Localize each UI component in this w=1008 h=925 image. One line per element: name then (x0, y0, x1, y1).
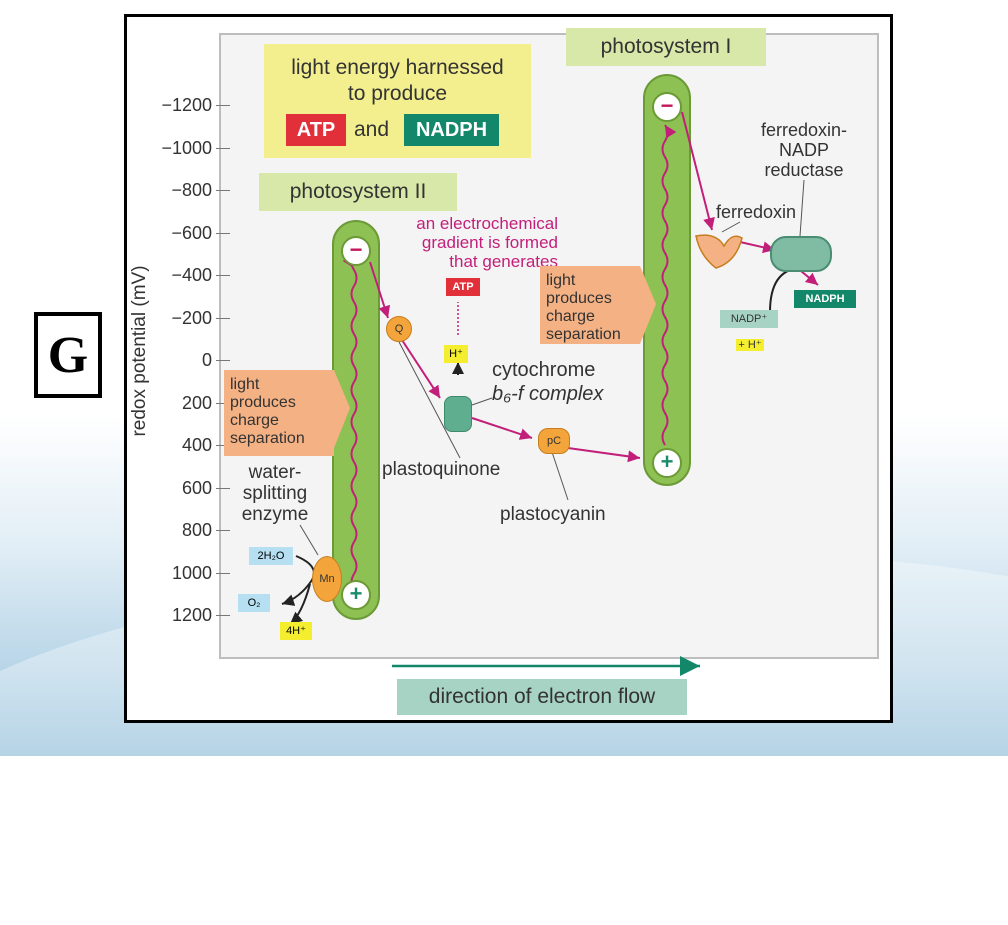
light-psii-box: light produces charge separation (224, 370, 334, 456)
water-enzyme-line1: water- (248, 462, 302, 483)
fnr-enzyme-shape (770, 236, 832, 272)
and-text: and (354, 118, 390, 141)
fnr-label-line2: NADP (778, 140, 829, 160)
fnr-label-line3: reductase (764, 160, 844, 180)
fnr-label-line1: ferredoxin- (760, 120, 848, 140)
water-enzyme-line3: enzyme (241, 504, 309, 525)
gradient-note-line1: an electrochemical (416, 214, 558, 233)
plastoquinone-q: Q (386, 316, 412, 342)
nadph-small-tag: NADPH (794, 290, 856, 308)
cytochrome-complex-shape (444, 396, 472, 432)
light-psi-box: light produces charge separation (540, 266, 640, 344)
plus-proton-text: + H⁺ (736, 339, 764, 351)
ferredoxin-label: ferredoxin (716, 202, 797, 222)
psii-plus-sign: + (341, 580, 371, 610)
y-tick: −1000 (161, 138, 212, 158)
light-psi-line2: produces (546, 290, 612, 307)
psii-minus-sign: − (341, 236, 371, 266)
energy-summary-box: light energy harnessed to produce ATP an… (264, 44, 531, 158)
light-psi-line3: charge (546, 308, 595, 325)
cytochrome-label: cytochrome b₆-f complex (492, 358, 603, 406)
nadp-plus-tag: NADP⁺ (720, 310, 778, 328)
energy-line1: light energy harnessed (291, 56, 504, 79)
psi-wavy-line (661, 124, 677, 446)
atp-small-tag: ATP (446, 278, 480, 296)
oxygen-tag: O₂ (238, 594, 270, 612)
y-tick: 400 (181, 435, 212, 455)
plastoquinone-label: plastoquinone (382, 459, 501, 480)
fnr-label: ferredoxin- NADP reductase (744, 120, 864, 180)
energy-line2: to produce (347, 82, 448, 105)
gradient-note: an electrochemical gradient is formed th… (388, 214, 558, 271)
light-psi-line1: light (546, 272, 576, 289)
y-tick: −400 (171, 265, 212, 285)
psii-wavy-line (342, 253, 358, 591)
y-tick: −200 (171, 308, 212, 328)
y-tick: 1000 (171, 563, 212, 583)
gradient-note-line3: that generates (449, 252, 558, 271)
mn-cluster: Mn (312, 556, 342, 602)
light-psii-line1: light (230, 376, 260, 393)
light-psi-line4: separation (546, 326, 621, 343)
y-tick: −1200 (161, 95, 212, 115)
light-psii-line2: produces (230, 394, 296, 411)
psi-plus-sign: + (652, 448, 682, 478)
psi-minus-sign: − (652, 92, 682, 122)
cytochrome-label-line1: cytochrome (492, 359, 596, 381)
water-tag: 2H₂O (249, 547, 293, 565)
y-tick: 800 (181, 520, 212, 540)
slide-label: G (34, 312, 102, 398)
photosystem-ii-label: photosystem II (259, 173, 457, 211)
plastocyanin-label: plastocyanin (500, 504, 606, 525)
ferredoxin-shape (695, 234, 743, 269)
light-psii-line4: separation (230, 430, 305, 447)
nadph-badge: NADPH (404, 114, 499, 146)
cytochrome-label-line2: b₆-f complex (492, 383, 604, 405)
water-splitting-enzyme-label: water- splitting enzyme (226, 462, 324, 525)
gradient-note-line2: gradient is formed (421, 233, 558, 252)
y-tick: 600 (181, 478, 212, 498)
y-tick: 0 (201, 350, 212, 370)
photosystem-i-label: photosystem I (566, 28, 766, 66)
water-enzyme-line2: splitting (242, 483, 308, 504)
y-tick: 200 (181, 393, 212, 413)
light-psii-line3: charge (230, 412, 279, 429)
plastocyanin-pc: pC (538, 428, 570, 454)
protons-tag: 4H⁺ (280, 622, 312, 640)
y-tick: −800 (171, 180, 212, 200)
y-tick: −600 (171, 223, 212, 243)
atp-badge: ATP (286, 114, 346, 146)
y-tick: 1200 (171, 605, 212, 625)
proton-tag: H⁺ (444, 345, 468, 363)
plus-proton-tag: + H⁺ (730, 336, 770, 354)
direction-label: direction of electron flow (397, 679, 687, 715)
